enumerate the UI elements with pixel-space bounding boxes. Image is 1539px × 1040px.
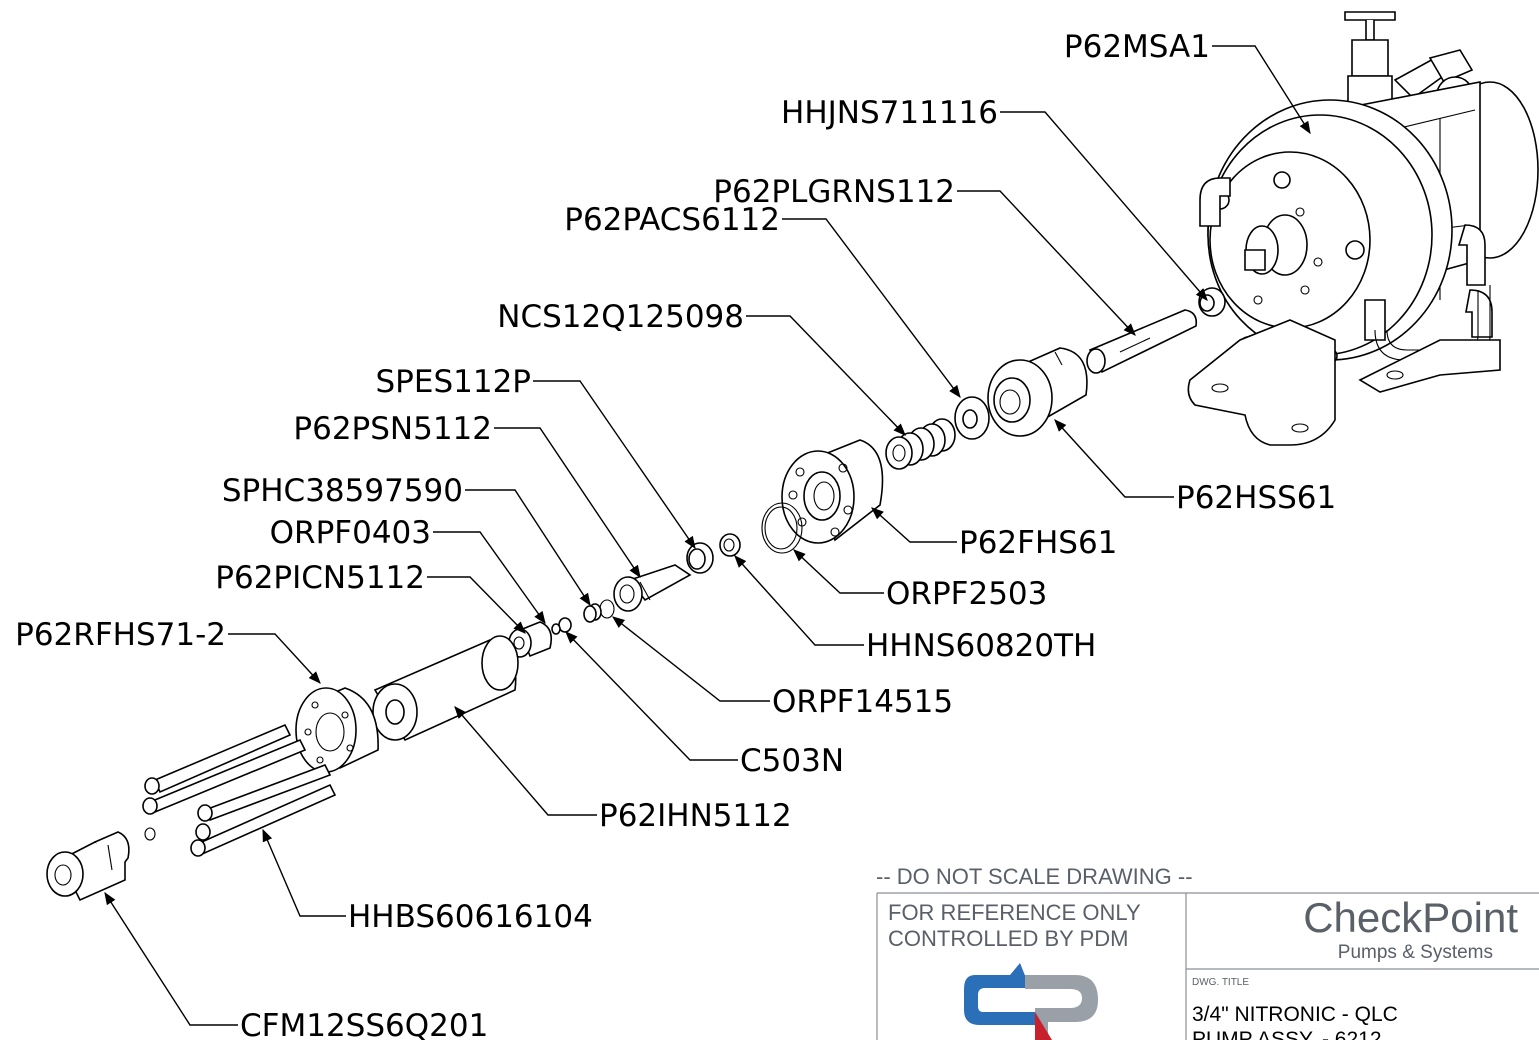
label-spes112p: SPES112P [376, 364, 532, 400]
pump-manifold-part [1187, 11, 1539, 446]
plunger-rod-part [1086, 309, 1198, 374]
label-c503n: C503N [740, 743, 844, 779]
checkpoint-logo-icon [964, 963, 1098, 1040]
label-hhns60820th: HHNS60820TH [866, 628, 1096, 664]
flange-housing-part [781, 439, 884, 544]
spring-part [583, 603, 602, 623]
brand-subtitle: Pumps & Systems [1338, 942, 1493, 963]
rear-flange-part [295, 687, 379, 773]
label-orpf14515: ORPF14515 [772, 684, 953, 720]
reference-only-text: FOR REFERENCE ONLY [888, 900, 1141, 925]
label-p62plgrns112: P62PLGRNS112 [713, 174, 955, 210]
label-p62fhs61: P62FHS61 [959, 525, 1117, 561]
label-hhjns711116: HHJNS711116 [781, 95, 998, 131]
label-ncs12q125098: NCS12Q125098 [497, 299, 744, 335]
do-not-scale-note: -- DO NOT SCALE DRAWING -- [876, 864, 1193, 889]
label-orpf0403: ORPF0403 [270, 515, 431, 551]
label-sphc38597590: SPHC38597590 [222, 473, 463, 509]
controlled-by-pdm-text: CONTROLLED BY PDM [888, 926, 1128, 951]
spacer-ring-part [686, 542, 714, 574]
drawing-title-line2: PUMP ASSY. - 6212 [1192, 1028, 1382, 1040]
oring-large-part [761, 502, 803, 554]
label-cfm12ss6q201: CFM12SS6Q201 [240, 1008, 488, 1040]
title-block: -- DO NOT SCALE DRAWING -- FOR REFERENCE… [876, 864, 1539, 1040]
hex-nut-part [719, 533, 741, 557]
label-p62ihn5112: P62IHN5112 [599, 798, 792, 834]
packing-washer-part [954, 396, 990, 440]
packing-stack-part [885, 418, 956, 470]
brand-name: CheckPoint [1303, 894, 1518, 941]
label-p62pacs6112: P62PACS6112 [564, 202, 780, 238]
part-labels: P62MSA1 HHJNS711116 P62PLGRNS112 P62PACS… [15, 29, 1336, 1040]
inlet-housing-part [372, 635, 519, 742]
inlet-fitting-part [46, 831, 130, 902]
oring-small-part [599, 599, 615, 619]
label-p62picn5112: P62PICN5112 [215, 560, 425, 596]
dwg-title-label: DWG. TITLE [1192, 977, 1249, 988]
label-p62psn5112: P62PSN5112 [293, 411, 492, 447]
packing-housing-part [987, 347, 1088, 437]
label-p62msa1: P62MSA1 [1064, 29, 1210, 65]
label-p62rfhs71-2: P62RFHS71-2 [15, 617, 226, 653]
label-hhbs60616104: HHBS60616104 [348, 899, 593, 935]
jam-nut-part [1198, 287, 1226, 317]
poppet-part [551, 617, 572, 635]
leader-lines [104, 45, 1311, 1026]
label-orpf2503: ORPF2503 [886, 576, 1047, 612]
drawing-title-line1: 3/4" NITRONIC - QLC [1192, 1003, 1398, 1026]
poppet-seat-part [613, 564, 692, 612]
label-p62hss61: P62HSS61 [1176, 480, 1336, 516]
tie-bolts-part [142, 723, 337, 857]
